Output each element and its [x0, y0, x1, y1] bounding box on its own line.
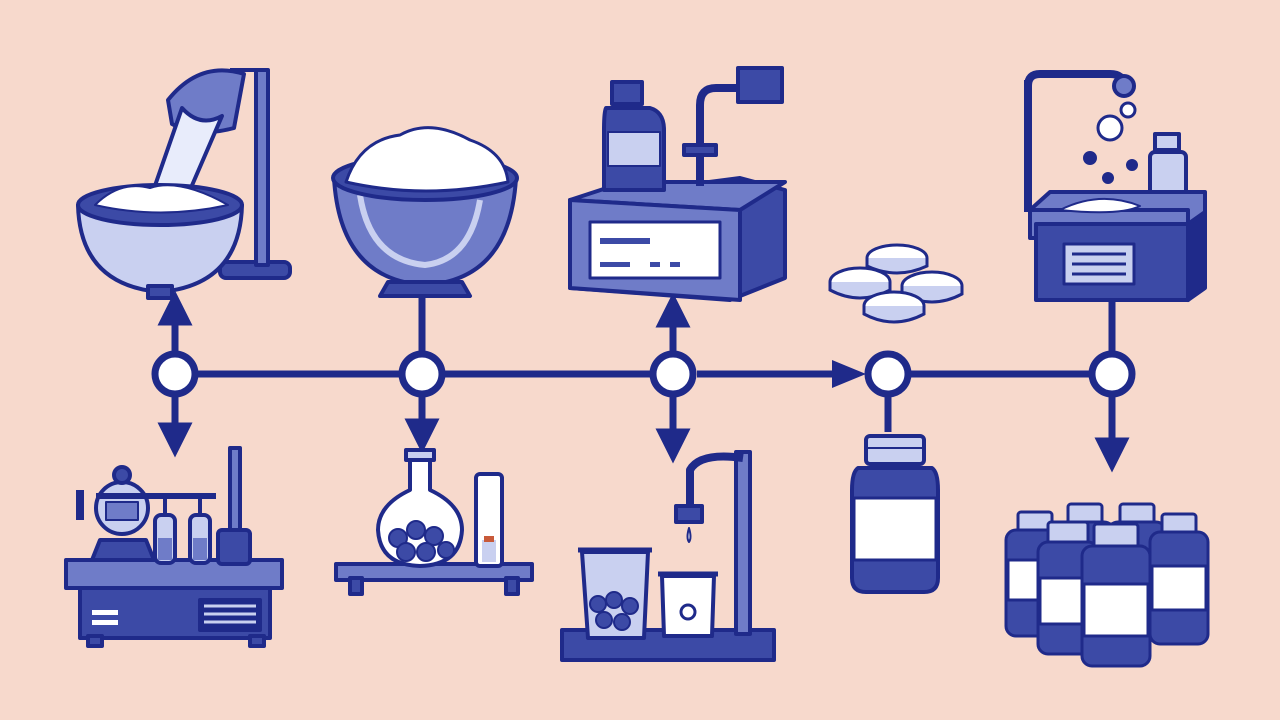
distillation-bench-icon — [64, 446, 284, 648]
single-bottle-icon — [850, 434, 940, 594]
flow-arrowhead — [832, 360, 866, 388]
connectors — [157, 290, 1130, 473]
beakers-and-tap-icon — [560, 450, 776, 662]
node-1 — [151, 350, 199, 398]
flask-and-cylinder-icon — [334, 448, 534, 596]
node-3 — [649, 350, 697, 398]
timeline-nodes — [151, 350, 1136, 398]
node-4 — [864, 350, 912, 398]
bottle-dispenser-machine-icon — [568, 66, 787, 302]
bottle-group-icon — [1004, 502, 1210, 668]
coating-machine-icon — [1024, 70, 1207, 302]
tablets-icon — [828, 243, 964, 324]
powder-bowl-icon — [331, 126, 519, 298]
node-2 — [398, 350, 446, 398]
timeline — [175, 360, 1090, 388]
bowl-pouring-stand-icon — [76, 68, 292, 300]
node-5 — [1088, 350, 1136, 398]
